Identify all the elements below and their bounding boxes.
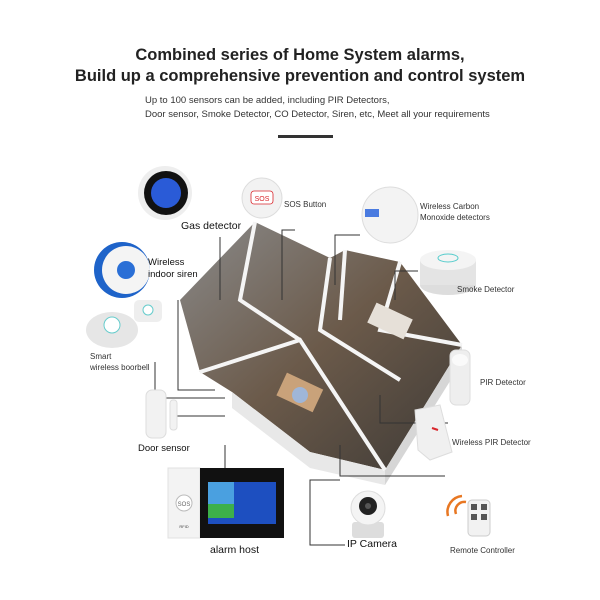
wireless-pir-device [414, 404, 453, 461]
smoke-detector-device [420, 250, 476, 295]
remote-controller-device [446, 494, 491, 537]
label-remote-controller: Remote Controller [450, 546, 515, 555]
label-doorbell-line-1: Smart [90, 352, 112, 361]
rfid-text: RFID [179, 524, 188, 529]
gas-detector-device [138, 166, 192, 220]
sos-text: SOS [255, 196, 270, 203]
divider [278, 135, 333, 138]
sos-button-device: SOS [241, 177, 283, 219]
label-wireless-pir: Wireless PIR Detector [452, 438, 531, 447]
siren-device [94, 242, 150, 298]
door-sensor-device [145, 389, 178, 439]
pir-detector-device [449, 349, 471, 406]
label-alarm-host: alarm host [210, 544, 260, 556]
ip-camera-device [350, 490, 386, 538]
label-siren-line-1: Wireless [148, 257, 185, 268]
co-detector-device [361, 186, 419, 244]
title-line-2: Build up a comprehensive prevention and … [74, 67, 526, 85]
label-doorbell-line-2: wireless boorbell [90, 363, 150, 372]
label-co-line-2: Monoxide detectors [420, 213, 490, 222]
label-ip-camera: IP Camera [347, 538, 397, 550]
subtitle-line-2: Door sensor, Smoke Detector, CO Detector… [145, 109, 490, 120]
label-door-sensor: Door sensor [138, 443, 190, 454]
label-smoke-detector: Smoke Detector [457, 285, 515, 294]
title-line-1: Combined series of Home System alarms, [135, 46, 465, 64]
doorbell-device [86, 300, 162, 348]
label-co-line-1: Wireless Carbon [420, 202, 480, 211]
label-pir-detector: PIR Detector [480, 378, 526, 387]
label-sos-button: SOS Button [284, 200, 327, 209]
label-gas-detector: Gas detector [181, 220, 242, 232]
host-sos-text: SOS [178, 502, 191, 508]
label-siren-line-2: indoor siren [148, 269, 198, 280]
subtitle-line-1: Up to 100 sensors can be added, includin… [145, 95, 390, 106]
alarm-host-device: SOS RFID [167, 467, 284, 539]
